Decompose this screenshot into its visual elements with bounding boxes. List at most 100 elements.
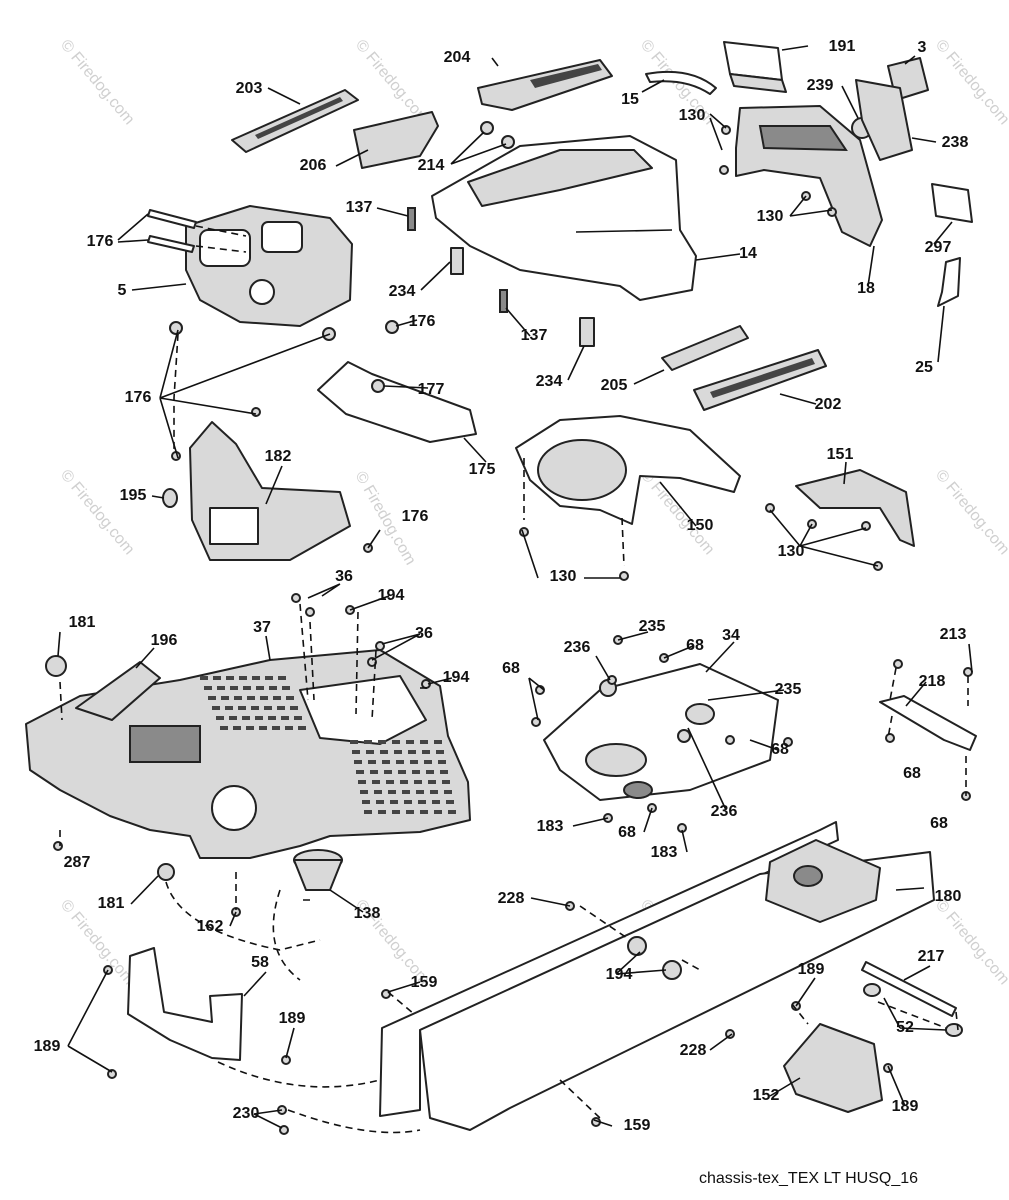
vent-hole [386,780,394,784]
part-37-fender [25,649,471,859]
callout-label-l175: 175 [469,461,496,478]
callout-label-l14: 14 [739,245,757,262]
vent-hole [434,810,442,814]
callout-label-l214: 214 [418,157,445,174]
vent-hole [277,706,285,710]
vent-hole [252,676,260,680]
vent-hole [269,686,277,690]
vent-hole [298,726,306,730]
callout-label-l3: 3 [918,39,927,56]
part-138-boot [293,849,343,891]
vent-hole [392,810,400,814]
vent-hole [440,770,448,774]
vent-hole [230,686,238,690]
part-176-washer [169,321,183,335]
part-238-bracket [855,79,913,161]
callout-label-l159a: 159 [411,974,438,991]
watermark-text: © Firedog.com [57,467,138,558]
callout-label-l287: 287 [64,854,91,871]
fastener [893,659,903,669]
fastener [619,571,629,581]
part-194-nut [627,936,647,956]
vent-hole [217,686,225,690]
part-214-clip [480,121,494,135]
callout-label-l189b: 189 [279,1010,306,1027]
callout-label-l194a: 194 [378,587,405,604]
callout-label-l206: 206 [300,157,327,174]
vent-hole [260,696,268,700]
vent-hole [239,676,247,680]
vent-hole [290,706,298,710]
callout-label-l234b: 234 [536,373,563,390]
diagram-reference-code: chassis-tex_TEX LT HUSQ_16 [699,1170,918,1187]
vent-hole [233,726,241,730]
fastener [107,1069,117,1079]
vent-hole [408,750,416,754]
vent-hole [400,780,408,784]
part-175-bracket [317,361,477,443]
vent-hole [281,716,289,720]
part-58-bracket [127,947,243,1061]
callout-label-l235a: 235 [639,618,666,635]
callout-label-l183b: 183 [651,844,678,861]
vent-hole [356,770,364,774]
vent-hole [200,676,208,680]
callout-label-l5: 5 [118,282,127,299]
vent-hole [374,790,382,794]
vent-hole [350,740,358,744]
fastener [531,717,541,727]
vent-hole [426,770,434,774]
callout-label-l130a: 130 [679,107,706,124]
vent-hole [242,716,250,720]
callout-label-l297: 297 [925,239,952,256]
vent-hole [372,780,380,784]
vent-hole [392,740,400,744]
part-203-grille [231,89,359,153]
watermark-text: © Firedog.com [932,467,1009,558]
callout-label-l203: 203 [236,80,263,97]
callout-label-l238: 238 [942,134,969,151]
vent-hole [378,740,386,744]
vent-hole [294,716,302,720]
vent-hole [360,790,368,794]
vent-hole [420,740,428,744]
callout-label-l176a: 176 [87,233,114,250]
vent-hole [430,790,438,794]
vent-hole [286,696,294,700]
part-52-washer [863,983,881,997]
vent-hole [390,800,398,804]
callout-label-l68c: 68 [771,741,789,758]
watermark-text: © Firedog.com [932,37,1009,128]
part-18-front-grille [735,105,883,247]
part-204-vent-cover [477,59,613,111]
part-25-strip [937,257,961,307]
vent-hole [358,780,366,784]
fastener [305,607,315,617]
callout-label-l182: 182 [265,448,292,465]
vent-hole [264,706,272,710]
part-34-plate [543,663,779,801]
part-202-grille [693,349,827,411]
vent-hole [446,800,454,804]
callout-label-l152: 152 [753,1087,780,1104]
callout-label-l213: 213 [940,626,967,643]
part-214-clip-2 [501,135,515,149]
fastener [765,503,775,513]
vent-hole [238,706,246,710]
fastener [291,593,301,603]
vent-hole [251,706,259,710]
vent-hole [384,770,392,774]
callout-label-l235b: 235 [775,681,802,698]
part-181-bushing-2 [157,863,175,881]
fastener [719,165,729,175]
callout-label-l130c: 130 [778,543,805,560]
vent-hole [444,790,452,794]
vent-hole [406,740,414,744]
callout-label-l180: 180 [935,888,962,905]
part-206-vent [353,111,439,169]
vent-hole [265,676,273,680]
vent-hole [278,676,286,680]
part-52-washer-2 [945,1023,963,1037]
vent-hole [396,760,404,764]
